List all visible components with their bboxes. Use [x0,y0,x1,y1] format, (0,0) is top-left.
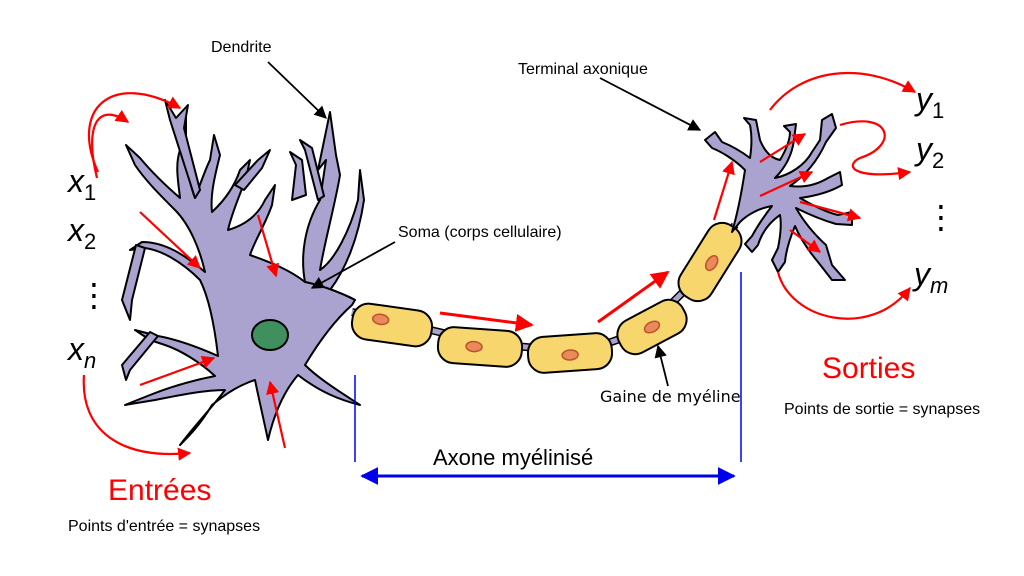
input-arrow [87,92,182,173]
input-arrow [82,374,192,461]
soma [302,111,365,301]
axon-arrow [597,270,670,324]
myelin-segment [350,302,434,348]
input-xn: xn [66,331,96,373]
output-arrow [776,271,911,320]
inputs-title: Entrées [108,474,211,507]
schwann-nucleus [465,340,483,353]
terminal-pointer [599,77,702,131]
output-ym: ym [912,256,948,298]
axon-arrow [439,311,534,332]
inputs-caption: Points d'entrée = synapses [68,518,260,535]
output-ellipsis: ⋮ [925,199,957,235]
label-pointers [267,61,702,387]
signal-arrows [82,71,917,461]
myelin-label: Gaine de myéline [600,387,741,406]
myelin-sheaths [350,221,743,374]
schwann-nucleus [643,320,661,334]
schwann-nucleus [561,349,579,361]
axon-terminal [704,113,853,281]
input-x2: x2 [66,212,96,254]
input-arrow [266,380,287,449]
output-arrow [769,71,917,111]
input-variables: x1 x2 ⋮ xn [66,163,110,373]
input-arrow [139,355,216,387]
outputs-title: Sorties [822,352,915,385]
schwann-nucleus [371,313,390,326]
input-ellipsis: ⋮ [78,277,110,313]
output-y1: y1 [914,81,944,123]
terminal-arrow [799,200,862,222]
input-arrow [91,109,130,179]
output-y2: y2 [914,131,944,173]
input-x1: x1 [66,163,96,205]
axon-arrow [712,160,735,221]
soma-pointer [310,241,396,289]
terminal-arrow [759,133,807,163]
myelin-pointer [654,344,669,387]
terminal-arrow [789,229,822,253]
soma-nucleus [251,319,289,351]
soma-label: Soma (corps cellulaire) [398,224,562,241]
terminal-arrow [759,170,814,197]
dendrite-label: Dendrite [211,39,272,56]
terminal-label: Terminal axonique [518,61,648,78]
outputs-caption: Points de sortie = synapses [784,401,980,418]
output-variables: y1 y2 ⋮ ym [912,81,957,298]
axon-span [354,272,742,485]
input-arrow [139,211,201,269]
output-arrow [839,120,912,181]
input-arrow [256,214,279,278]
axon-label: Axone myélinisé [433,445,593,470]
dendrite-pointer [267,61,327,119]
schwann-nucleus [704,255,719,272]
dendrite-tree [121,99,365,446]
